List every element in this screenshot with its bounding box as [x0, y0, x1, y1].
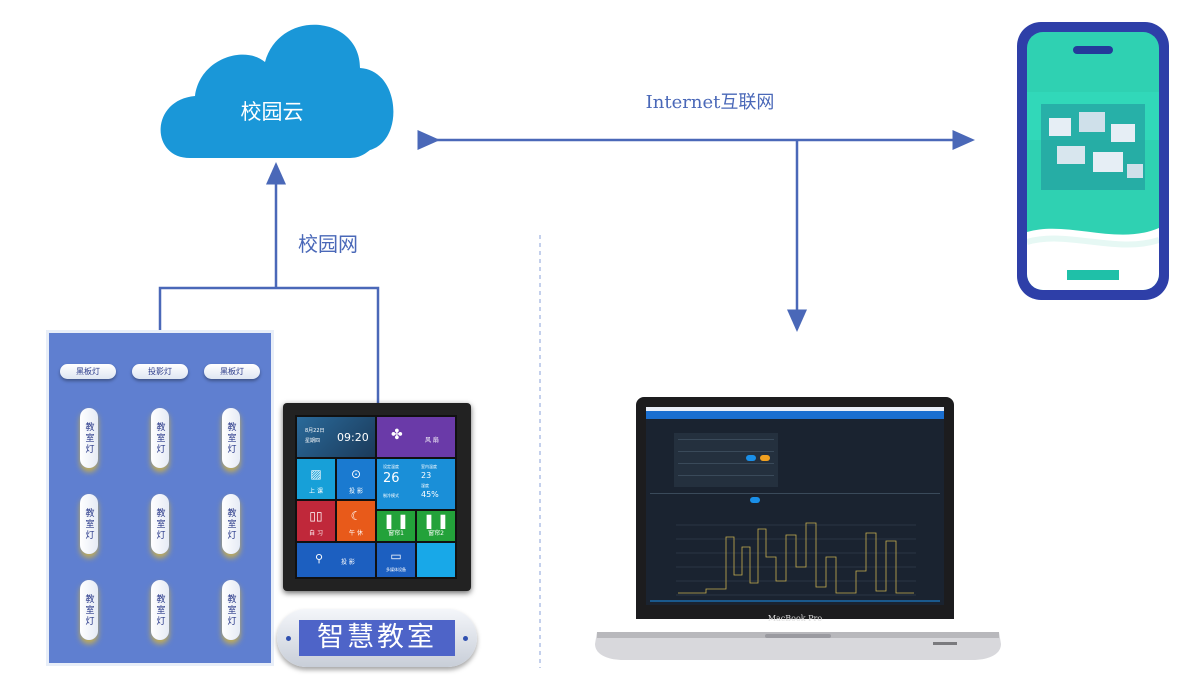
monitor-icon: ▭: [390, 549, 402, 563]
smart-control-panel: 8月22日 星期四 09:20 ✤ 风 扇 ▨ 上 课 ⊙ 投 影 设定温度 2…: [283, 403, 471, 591]
classroom-light-switch[interactable]: 教室灯: [151, 494, 169, 554]
fan-label: 风 扇: [425, 437, 439, 444]
curtain-icon: ▌▐: [386, 515, 406, 529]
rest-tile[interactable]: ☾ 午 休: [337, 501, 375, 541]
smart-classroom-badge: 智慧教室: [277, 609, 477, 667]
projector-icon: ⊙: [350, 467, 362, 481]
cloud-label: 校园云: [240, 100, 304, 124]
fan-tile[interactable]: ✤ 风 扇: [377, 417, 455, 457]
data-line-chart: [650, 522, 940, 602]
campus-illustration: [1027, 92, 1159, 290]
picture-icon: ▨: [310, 467, 322, 481]
laptop-brand: MacBook Pro: [767, 614, 823, 623]
blackboard-light-switch[interactable]: 黑板灯: [204, 364, 260, 379]
blackboard-light-switch[interactable]: 黑板灯: [60, 364, 116, 379]
query-button[interactable]: [750, 497, 760, 503]
app-header: [646, 411, 944, 419]
light-switch-panel: 黑板灯 投影灯 黑板灯 教室灯 教室灯 教室灯 教室灯 教室灯 教室灯 教室灯 …: [46, 330, 274, 666]
classroom-light-switch[interactable]: 教室灯: [222, 408, 240, 468]
humidity-value: 45%: [421, 490, 439, 499]
classroom-light-switch[interactable]: 教室灯: [151, 408, 169, 468]
mode-label: 制冷模式: [383, 493, 399, 498]
campus-network-label: 校园网: [298, 232, 358, 256]
date-text: 8月22日: [305, 428, 325, 434]
campus-network-link: [158, 286, 380, 405]
study-tile[interactable]: ▯▯ 自 习: [297, 501, 335, 541]
badge-dot: [463, 636, 468, 641]
blank-tile[interactable]: [417, 543, 455, 577]
time-text: 09:20: [337, 431, 369, 444]
laptop-base: [595, 632, 1001, 660]
curtain-icon: ▌▐: [426, 515, 446, 529]
classroom-light-switch[interactable]: 教室灯: [222, 494, 240, 554]
internet-label: Internet互联网: [645, 92, 775, 113]
chart-line: [678, 522, 914, 594]
curtain-1-tile[interactable]: ▌▐ 窗帘1: [377, 511, 415, 541]
laptop-screen: [646, 407, 944, 605]
smart-classroom-title: 智慧教室: [299, 620, 455, 656]
classroom-light-switch[interactable]: 教室灯: [222, 580, 240, 640]
weekday-text: 星期四: [305, 438, 321, 444]
phone-speaker: [1073, 46, 1113, 54]
mobile-phone: [1017, 22, 1169, 300]
table-action-button[interactable]: [760, 455, 770, 461]
window-titlebar: [646, 407, 944, 411]
classroom-light-switch[interactable]: 教室灯: [151, 580, 169, 640]
projection-scene-tile[interactable]: ⚲ 投 影: [297, 543, 375, 577]
projection-tile[interactable]: ⊙ 投 影: [337, 459, 375, 499]
moon-icon: ☾: [350, 509, 362, 523]
cloud-icon: [160, 24, 394, 159]
class-tile[interactable]: ▨ 上 课: [297, 459, 335, 499]
curtain-2-tile[interactable]: ▌▐ 窗帘2: [417, 511, 455, 541]
phone-caption: [1067, 270, 1119, 280]
classroom-light-switch[interactable]: 教室灯: [80, 408, 98, 468]
laptop: [636, 397, 954, 619]
clock-tile: 8月22日 星期四 09:20: [297, 417, 375, 457]
control-panel-screen: 8月22日 星期四 09:20 ✤ 风 扇 ▨ 上 课 ⊙ 投 影 设定温度 2…: [295, 415, 457, 579]
phone-screen: [1027, 32, 1159, 290]
book-icon: ▯▯: [309, 509, 323, 523]
device-table: [674, 433, 778, 487]
badge-dot: [286, 636, 291, 641]
classroom-light-switch[interactable]: 教室灯: [80, 580, 98, 640]
multimedia-tile[interactable]: ▭ 多媒体设备: [377, 543, 415, 577]
classroom-light-switch[interactable]: 教室灯: [80, 494, 98, 554]
projector-icon: ⚲: [315, 552, 324, 565]
table-action-button[interactable]: [746, 455, 756, 461]
set-temperature: 26: [383, 471, 400, 486]
room-temperature: 23: [421, 471, 432, 480]
fan-icon: ✤: [391, 427, 403, 443]
section-divider: [650, 493, 940, 494]
climate-tile[interactable]: 设定温度 26 室内温度 23 湿度 45% 制冷模式: [377, 459, 455, 509]
projector-light-switch[interactable]: 投影灯: [132, 364, 188, 379]
